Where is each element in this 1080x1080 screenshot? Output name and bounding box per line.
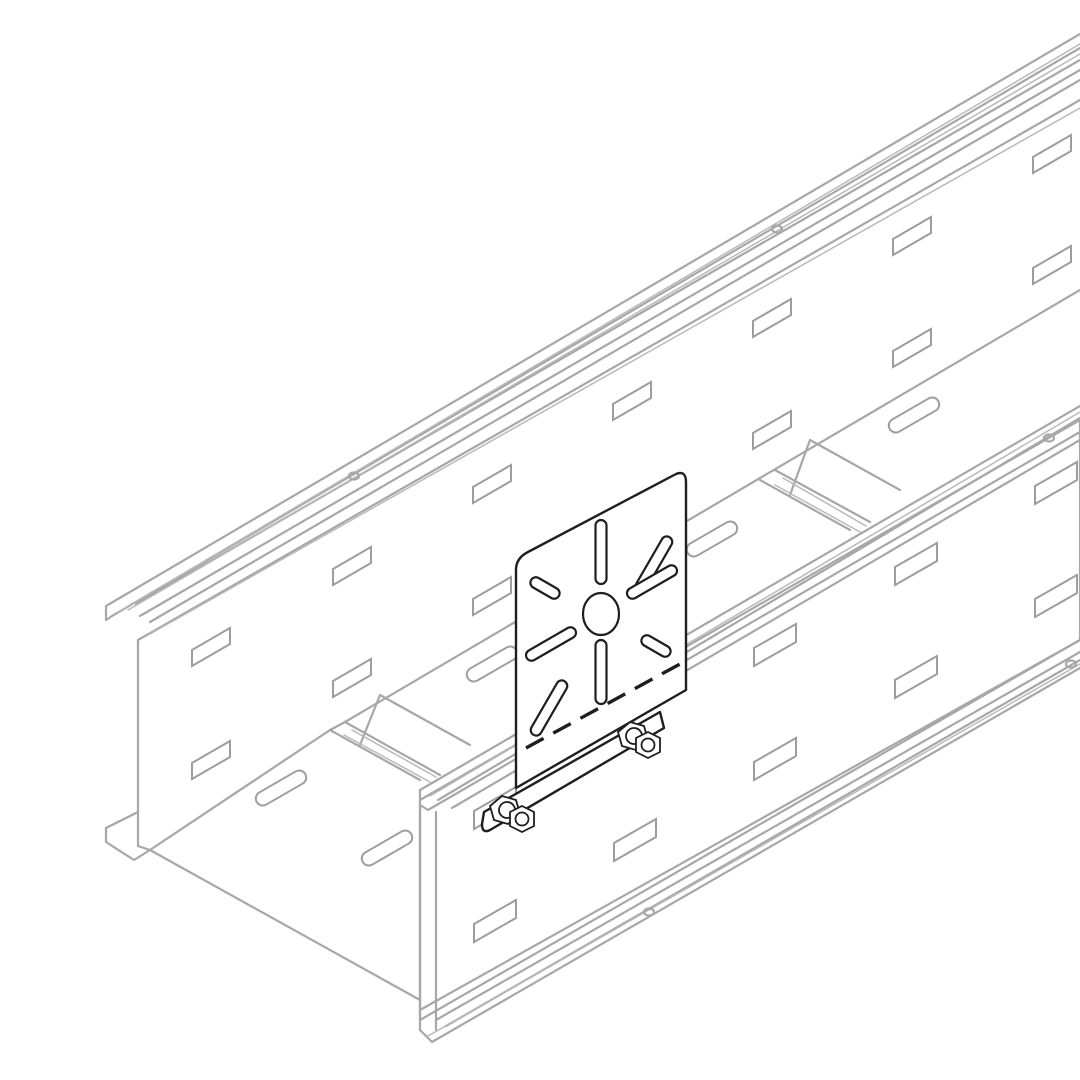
front-wall-rivet — [642, 907, 656, 917]
back-wall-rivet — [770, 224, 784, 234]
floor-rib-detail — [343, 477, 867, 783]
floor-rib-left — [328, 693, 472, 782]
bracket-clamp-strip — [480, 710, 666, 833]
front-wall-end — [418, 803, 438, 1032]
back-wall-top-lip — [104, 32, 1080, 624]
back-wall-bottom-lip — [104, 810, 152, 862]
back-wall-face-edge — [149, 107, 1080, 635]
bracket-center-hole — [581, 591, 621, 637]
floor-far-edge — [148, 288, 1080, 1002]
tray-floor — [148, 288, 1080, 1002]
bracket-bolt-left — [488, 795, 535, 834]
front-wall-rivet — [1042, 433, 1056, 443]
front-wall-bottom-lip-inner — [427, 663, 1080, 1037]
bracket-radial-slots — [524, 518, 679, 737]
bracket-bolt-right — [616, 721, 661, 760]
back-wall-rivet — [347, 471, 361, 481]
front-wall-bottom-lip — [418, 638, 1080, 1044]
floor-slots — [254, 396, 941, 867]
front-wall-rivet — [1064, 659, 1078, 669]
back-wall-top-lip-inner — [117, 43, 1080, 613]
back-wall-perforations — [191, 133, 1072, 781]
floor-rib-mid — [758, 438, 902, 532]
mounting-bracket — [480, 471, 688, 834]
back-side-wall — [104, 32, 1080, 862]
front-wall-top-lip — [418, 404, 1080, 812]
